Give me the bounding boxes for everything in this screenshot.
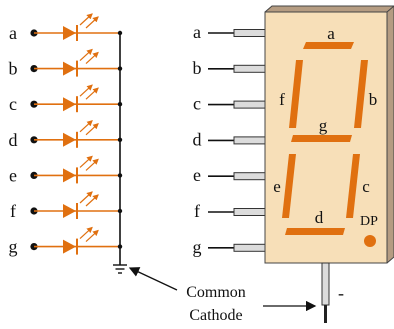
pin-label: f — [194, 201, 200, 221]
segment-d — [285, 228, 345, 235]
led-label: c — [9, 94, 17, 114]
led-light-arrow — [79, 119, 93, 133]
display-pin: c — [193, 94, 266, 114]
display-pin: g — [193, 237, 266, 257]
led-row: e — [9, 155, 123, 185]
segment-g — [291, 135, 352, 142]
segment-label-f: f — [279, 90, 285, 109]
led-label: f — [10, 201, 16, 221]
led-row: b — [9, 48, 123, 79]
segment-e — [282, 154, 296, 218]
led-diode-symbol — [63, 132, 76, 147]
led-row: g — [9, 226, 123, 257]
segment-label-e: e — [273, 177, 281, 196]
led-light-arrow — [85, 194, 99, 207]
led-label: a — [9, 23, 17, 43]
led-light-arrow — [85, 51, 99, 65]
segment-label-d: d — [315, 208, 324, 227]
pin-label: c — [193, 94, 201, 114]
minus-sign: - — [338, 283, 344, 303]
common-cathode-annotation: Common Cathode — [128, 267, 317, 324]
led-light-arrow — [85, 229, 99, 243]
segment-label-b: b — [369, 90, 378, 109]
segment-label-a: a — [327, 24, 335, 43]
segments — [282, 42, 376, 247]
led-light-arrow — [85, 16, 99, 29]
segment-b — [354, 60, 368, 128]
segment-dp — [364, 235, 376, 247]
led-light-arrow — [79, 84, 93, 97]
led-row: a — [9, 13, 123, 43]
segment-label-c: c — [362, 177, 370, 196]
display-pin: f — [194, 201, 266, 221]
led-diode-symbol — [63, 239, 76, 254]
pin-lead — [233, 29, 266, 37]
led-light-arrow — [79, 13, 93, 26]
pin-label: g — [193, 237, 202, 257]
led-diode-symbol — [63, 97, 76, 112]
ground-symbol — [113, 264, 127, 274]
led-row: f — [10, 191, 123, 221]
led-row: c — [9, 84, 123, 114]
display-pin: d — [193, 129, 266, 149]
led-diode-symbol — [63, 168, 76, 183]
display-pin: b — [193, 58, 266, 78]
pin-label: d — [193, 129, 202, 149]
led-light-arrow — [79, 155, 93, 168]
led-label: e — [9, 165, 17, 185]
arrow-to-ground — [128, 267, 178, 291]
pin-label: e — [193, 165, 201, 185]
annotation-line1: Common — [186, 284, 246, 301]
led-label: g — [9, 237, 18, 257]
led-light-arrow — [85, 122, 99, 136]
segment-c — [346, 154, 360, 218]
led-diode-symbol — [63, 26, 76, 40]
annotation-line2: Cathode — [189, 307, 242, 324]
led-light-arrow — [79, 226, 93, 240]
pin-label: a — [193, 22, 201, 42]
led-label: d — [9, 130, 18, 150]
common-cathode-pin: - — [321, 262, 344, 323]
led-light-arrow — [85, 87, 99, 100]
led-light-arrow — [79, 191, 93, 204]
segment-f — [289, 60, 303, 128]
pin-lead — [233, 100, 266, 109]
pin-lead — [233, 208, 266, 216]
led-diode-symbol — [63, 204, 76, 218]
led-label: b — [9, 59, 18, 79]
led-light-arrow — [79, 48, 93, 62]
pin-lead — [233, 64, 266, 73]
segment-label-dp: DP — [360, 214, 378, 229]
pin-lead — [233, 136, 266, 145]
segment-label-g: g — [319, 116, 328, 135]
pin-label: b — [193, 58, 202, 78]
led-light-arrow — [85, 158, 99, 171]
led-row: d — [9, 119, 123, 150]
display-pin: a — [193, 22, 266, 42]
segment-a — [303, 42, 354, 49]
pin-lead — [233, 243, 266, 252]
segment-labels: a f b g e c d DP — [273, 24, 378, 229]
pin-lead — [233, 172, 266, 181]
display-pin: e — [193, 165, 266, 185]
led-diode-symbol — [63, 61, 76, 76]
